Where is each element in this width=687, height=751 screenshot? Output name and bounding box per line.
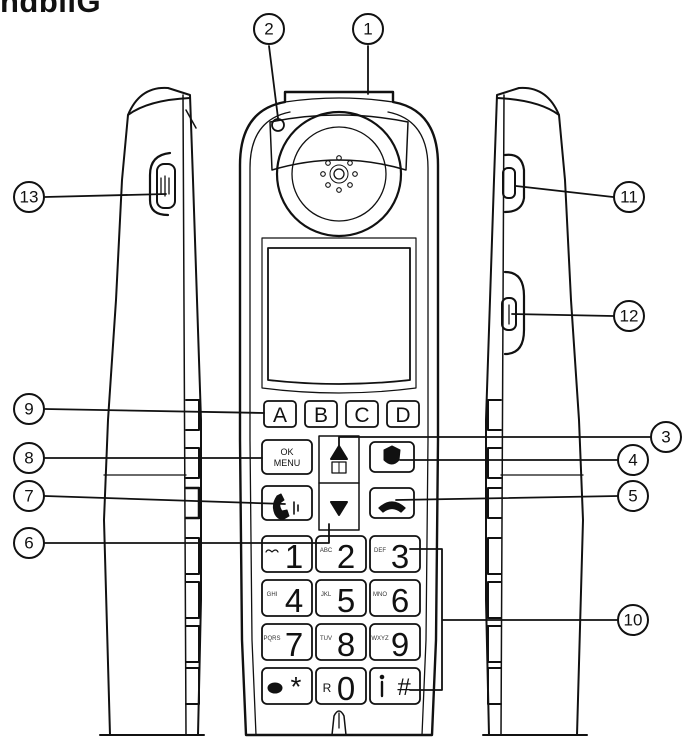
headset-socket [505,272,524,354]
callout-7: 7 [24,487,33,506]
key-7-label: 7 [285,626,303,663]
end-call-icon [379,502,405,512]
key-0-label: 0 [337,670,355,707]
key-5-letters: JKL [321,592,332,598]
key-6-label: 6 [391,582,409,619]
key-4-label: 4 [285,582,303,619]
key-5-label: 5 [337,582,355,619]
ok-menu-key [262,440,312,474]
callout-2: 2 [264,20,273,39]
key-8-label: 8 [337,626,355,663]
callout-11: 11 [620,188,638,207]
key-8-letters: TUV [320,636,332,642]
key-hash-label: # [397,674,411,701]
memory-key-d-label: D [395,404,410,427]
key-1-label: 1 [285,538,303,575]
voicemail-icon [266,550,278,552]
key-9-letters: WXYZ [371,636,389,642]
callout-3: 3 [661,428,670,447]
key-star-label: * [291,671,302,702]
key-9-label: 9 [391,626,409,663]
key-6-letters: MNO [373,592,387,598]
key-hash [370,668,420,704]
call-block-icon [384,446,400,464]
memory-key-c-label: C [354,404,369,427]
key-3-letters: DEF [374,548,386,554]
talk-handsfree-icon [273,494,289,519]
key-2-label: 2 [337,538,355,575]
callout-5: 5 [628,487,637,506]
key-7-letters: PQRS [263,636,280,642]
intercom-icon [268,683,282,693]
down-arrow-icon [331,502,347,515]
callout-8: 8 [24,449,33,468]
callout-12: 12 [620,307,639,326]
callout-9: 9 [24,400,33,419]
memory-key-a-label: A [273,404,287,427]
ok-label: OK [280,447,293,457]
callout-10: 10 [624,611,643,630]
earpiece-icon [277,112,401,236]
callout-13: 13 [20,188,39,207]
memory-key-b-label: B [314,404,328,427]
key-2-letters: ABC [320,548,333,554]
key-4-letters: GHI [267,592,278,598]
key-3-label: 3 [391,538,409,575]
callout-1: 1 [363,20,372,39]
key-recall-label: R [323,681,332,695]
handset-right-side-view [483,88,587,735]
callout-4: 4 [628,451,637,470]
up-arrow-icon [331,446,347,459]
callout-6: 6 [24,534,33,553]
menu-label: MENU [274,458,301,468]
